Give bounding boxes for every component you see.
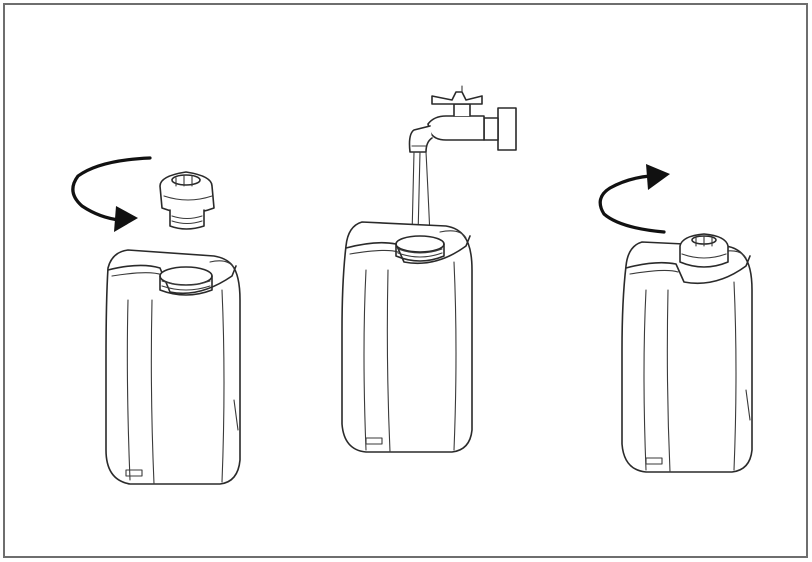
step-1-cap — [159, 171, 215, 230]
step-3-cap — [679, 233, 729, 268]
step-1-tank — [105, 249, 241, 485]
clockwise-arrow-icon — [598, 164, 670, 234]
faucet-icon — [408, 85, 517, 153]
step-3-tank — [621, 241, 753, 473]
counterclockwise-arrow-icon — [71, 156, 152, 232]
step-2-tank — [341, 221, 473, 453]
